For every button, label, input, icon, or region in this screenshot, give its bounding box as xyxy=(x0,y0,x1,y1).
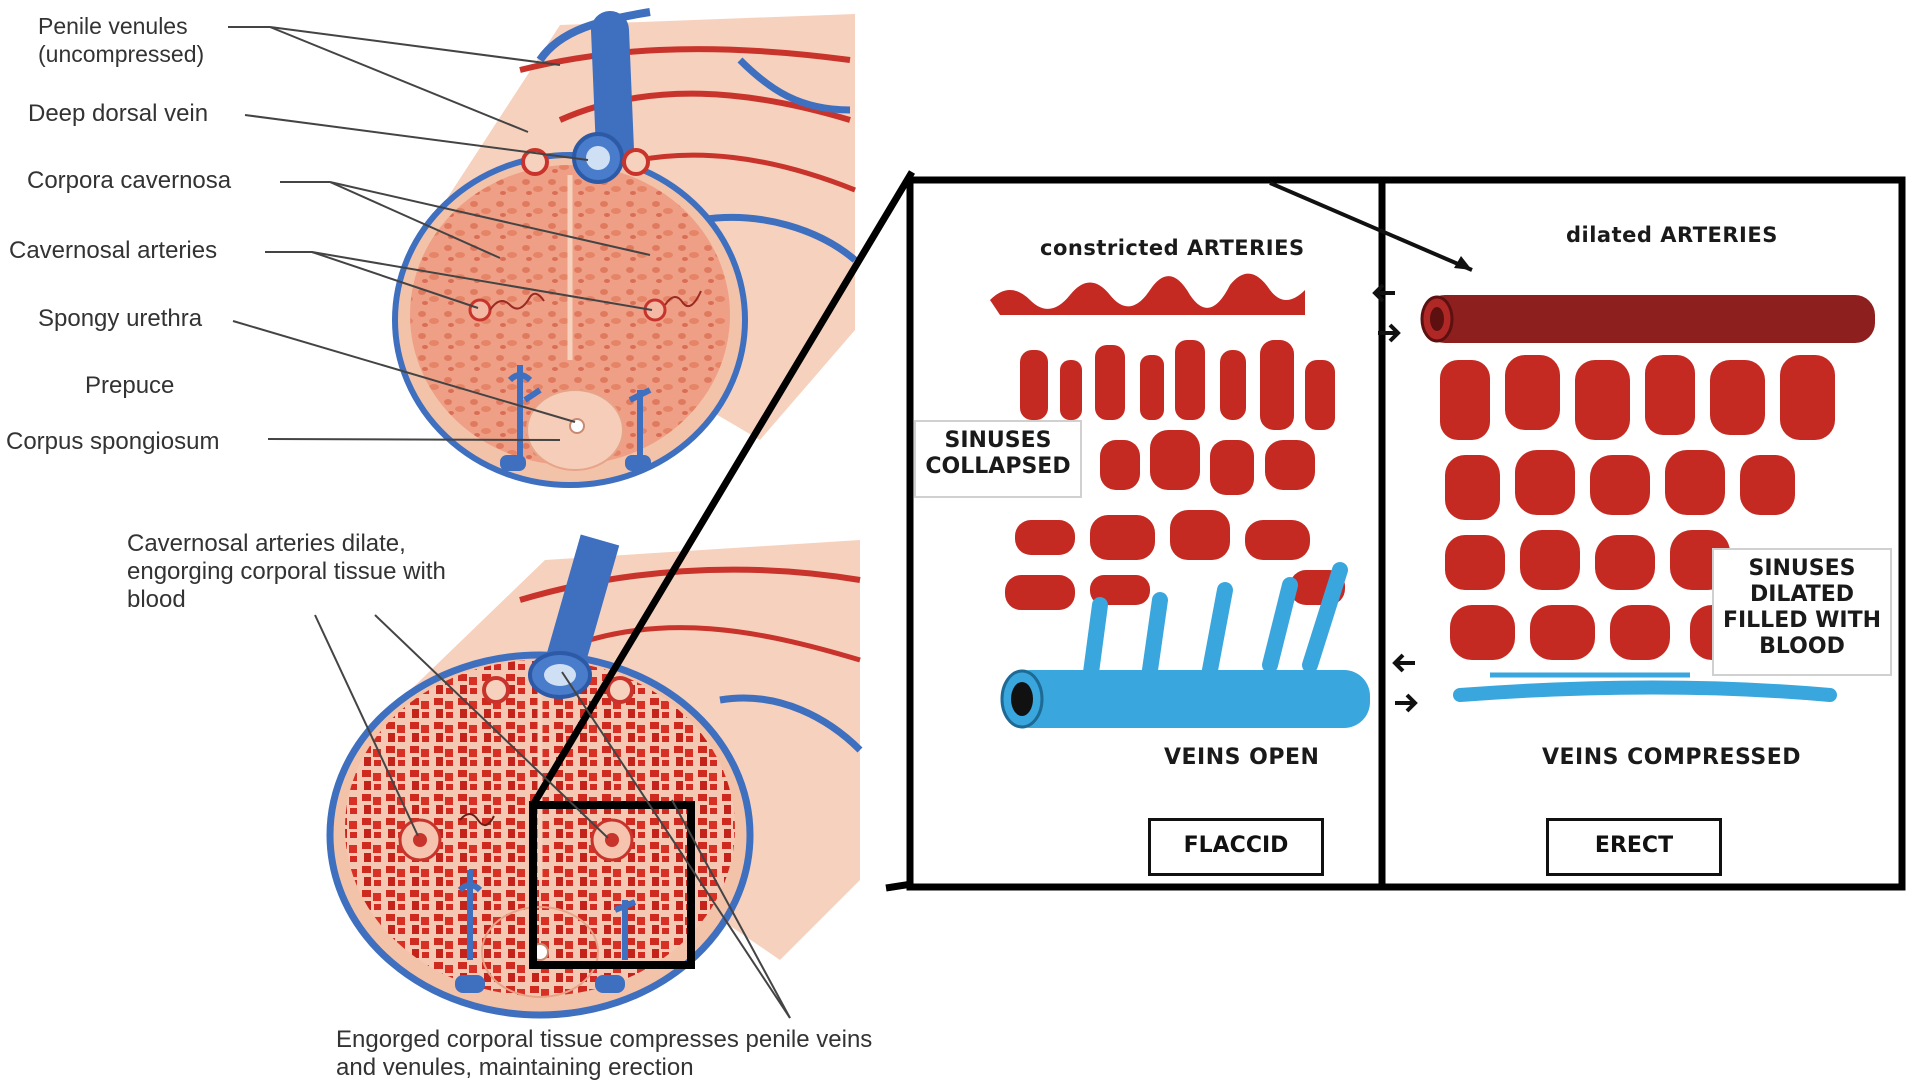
divider-arrows xyxy=(1372,283,1418,713)
label-prepuce: Prepuce xyxy=(85,372,175,399)
dilated-artery xyxy=(1425,295,1875,343)
label-constricted-arteries: constricted ARTERIES xyxy=(1040,236,1305,260)
erect-vein-compressed xyxy=(1453,680,1837,702)
label-spongy-urethra: Spongy urethra xyxy=(38,305,203,332)
artery-surface xyxy=(519,46,851,73)
label-corpora-cavernosa: Corpora cavernosa xyxy=(27,167,232,194)
label-cavernosal-arteries: Cavernosal arteries xyxy=(9,237,218,264)
label-arteries-dilate: Cavernosal arteries dilate, engorging co… xyxy=(127,530,446,613)
leader-lines xyxy=(228,26,791,1019)
top-dorsal-artery xyxy=(521,148,549,176)
label-dilated-arteries: dilated ARTERIES xyxy=(1566,223,1778,247)
pointer-arrow xyxy=(1269,181,1473,272)
surface-vein xyxy=(699,213,858,263)
top-cavernosal-artery-left xyxy=(468,298,492,322)
bottom-cross-section xyxy=(326,534,863,1019)
erect-tissue xyxy=(1420,295,1875,702)
detail-panels xyxy=(906,176,1906,891)
label-veins-compressed: VEINS COMPRESSED xyxy=(1542,745,1801,770)
flaccid-vein-open xyxy=(1005,670,1370,728)
label-sinuses-dilated: SINUSES DILATED FILLED WITH BLOOD xyxy=(1712,548,1892,676)
label-veins-open: VEINS OPEN xyxy=(1164,745,1320,770)
label-engorged-tissue: Engorged corporal tissue compresses peni… xyxy=(336,1026,873,1081)
label-penile-venules: Penile venules (uncompressed) xyxy=(38,13,205,67)
label-corpus-spongiosum: Corpus spongiosum xyxy=(6,428,220,455)
top-cross-section xyxy=(392,8,858,488)
deep-dorsal-vein-tube xyxy=(591,11,634,169)
top-cavernosal-artery-right xyxy=(643,298,667,322)
label-sinuses-collapsed: SINUSES COLLAPSED xyxy=(914,420,1082,498)
zoom-box xyxy=(529,801,695,969)
label-deep-dorsal-vein: Deep dorsal vein xyxy=(28,100,209,127)
flaccid-tissue xyxy=(990,273,1370,729)
state-flaccid: FLACCID xyxy=(1148,818,1324,876)
state-erect: ERECT xyxy=(1546,818,1722,876)
